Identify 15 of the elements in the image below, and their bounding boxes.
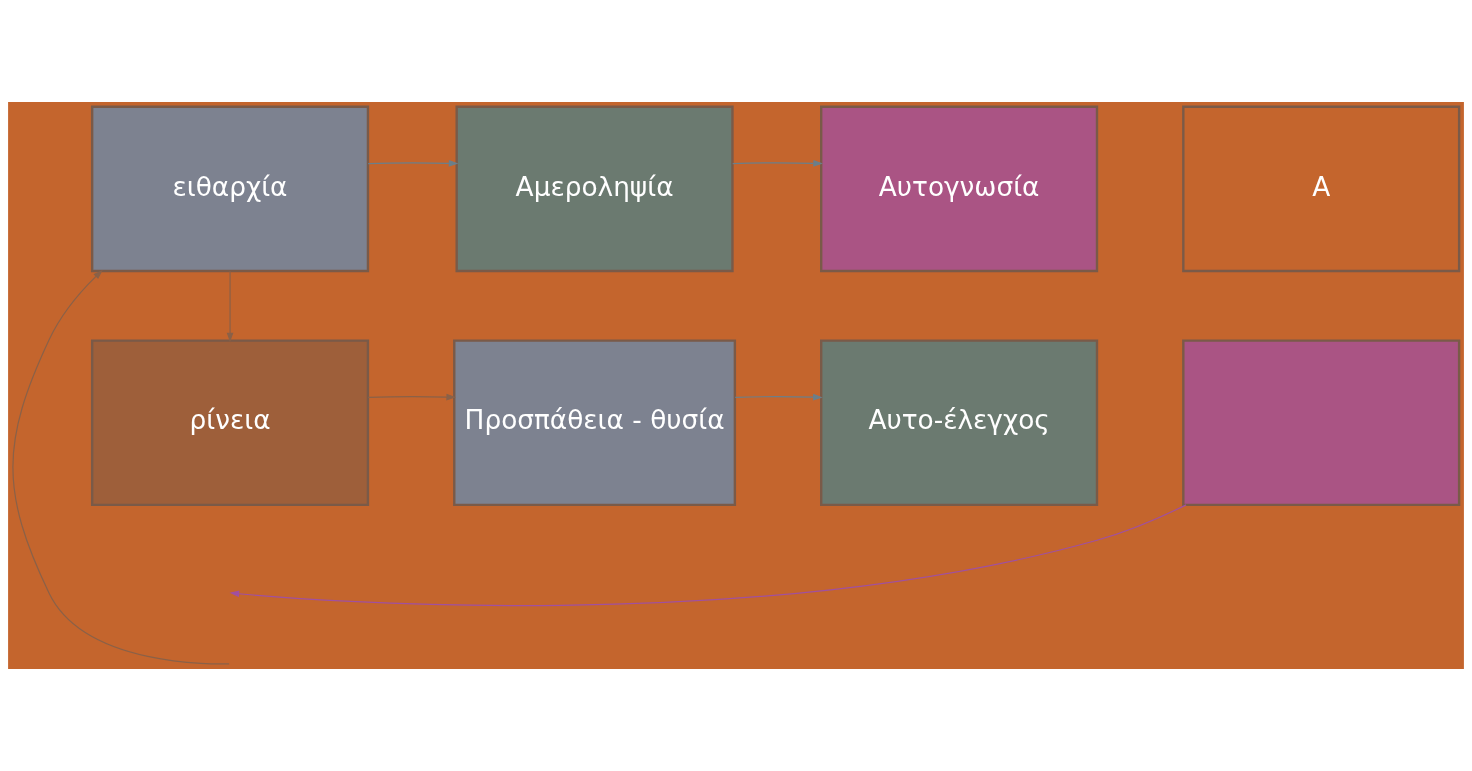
arrow — [12, 269, 230, 665]
node-box — [1182, 339, 1461, 507]
node-box: ρίνεια — [90, 339, 370, 507]
arrow — [226, 270, 234, 343]
node-box: Αυτο-έλεγχος — [820, 339, 1099, 507]
arrow — [732, 159, 823, 167]
arrow — [367, 393, 456, 401]
arrow — [229, 504, 1187, 606]
arrow — [367, 159, 459, 167]
node-box: Α — [1182, 105, 1461, 273]
node-box: Αμεροληψία — [455, 105, 734, 273]
node-box: Προσπάθεια - θυσία — [453, 339, 737, 507]
node-box: Αυτογνωσία — [820, 105, 1099, 273]
arrow — [734, 393, 823, 401]
node-box: ειθαρχία — [90, 105, 370, 273]
